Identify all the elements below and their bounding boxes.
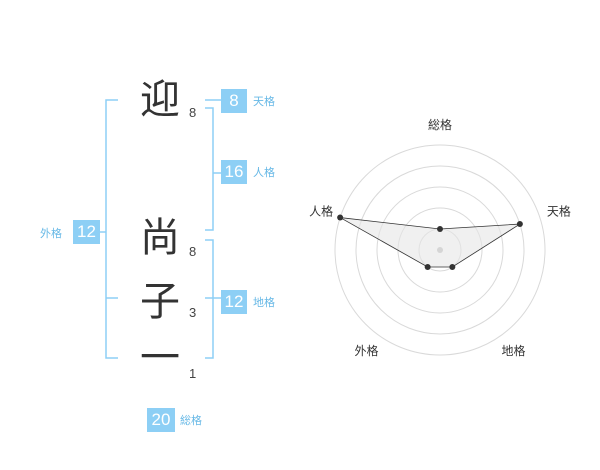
gaikaku-bracket: [105, 99, 118, 359]
radar-grid-ring-3: [376, 186, 504, 314]
stroke-count-1: 8: [189, 105, 197, 120]
chikaku-badge: 12: [221, 290, 247, 314]
jinkaku-bracket: [205, 107, 214, 231]
radar-axis-label-1: 総格: [428, 117, 452, 132]
radar-axis-label-4: 外格: [355, 343, 379, 358]
radar-axis-label-5: 人格: [309, 203, 333, 218]
soukaku-badge: 20: [147, 408, 175, 432]
name-char-3: 子: [140, 279, 180, 325]
name-char-2: 尚: [140, 215, 180, 261]
radar-point-1: [437, 226, 443, 232]
radar-grid-ring-4: [355, 165, 525, 335]
stroke-count-2: 8: [189, 244, 197, 259]
radar-axis-label-2: 天格: [547, 203, 571, 218]
name-char-1: 迎: [140, 77, 180, 123]
tenkaku-badge: 8: [221, 89, 247, 113]
radar-point-4: [424, 263, 431, 270]
chikaku-label: 地格: [253, 296, 275, 309]
tenkaku-label: 天格: [253, 95, 275, 108]
stroke-count-4: 1: [189, 366, 197, 381]
chikaku-bracket: [205, 239, 214, 359]
radar-axis-label-3: 地格: [501, 343, 525, 358]
bracket-lines: [100, 99, 221, 359]
stroke-count-3: 3: [189, 305, 197, 320]
radar-point-3: [449, 263, 456, 270]
radar-series-area: [339, 217, 521, 268]
radar-point-2: [516, 221, 523, 228]
radar-point-5: [337, 214, 344, 221]
soukaku-label: 総格: [180, 414, 202, 427]
jinkaku-badge: 16: [221, 160, 247, 184]
gaikaku-label: 外格: [40, 227, 62, 240]
radar-grid-ring-5: [334, 144, 546, 356]
name-char-4: 一: [140, 335, 180, 381]
jinkaku-label: 人格: [253, 166, 275, 179]
gaikaku-badge: 12: [73, 220, 100, 244]
